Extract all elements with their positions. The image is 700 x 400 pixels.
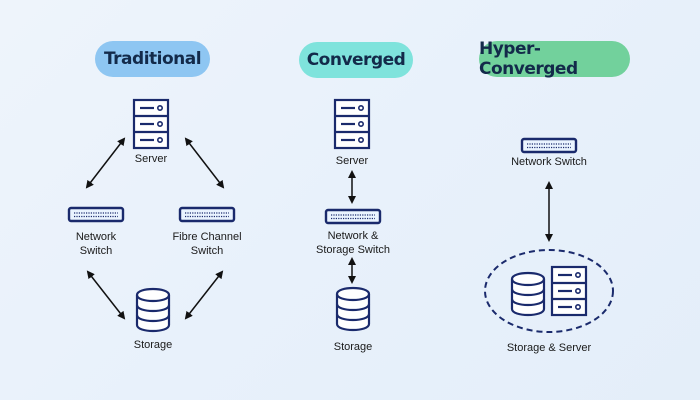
arrow-fc-storage — [184, 270, 224, 320]
converged-switch-label: Network & Storage Switch — [316, 230, 390, 256]
traditional-title: Traditional — [95, 41, 210, 77]
traditional-network-switch-label: Network Switch — [75, 231, 117, 257]
converged-boundary — [484, 249, 614, 333]
arrow-server-network — [85, 137, 126, 189]
traditional-server-label: Server — [134, 153, 168, 165]
hyper-combined-label: Storage & Server — [506, 342, 592, 354]
hyper-storage-icon — [510, 271, 546, 317]
traditional-network-switch-icon — [67, 206, 125, 223]
traditional-fc-switch-label: Fibre Channel Switch — [172, 231, 242, 257]
converged-title: Converged — [299, 42, 413, 78]
arrow-server-fc — [184, 137, 225, 189]
converged-storage-label: Storage — [333, 341, 373, 353]
converged-server-label: Server — [335, 155, 369, 167]
converged-switch-icon — [324, 208, 382, 225]
traditional-storage-label: Storage — [133, 339, 173, 351]
hyper-switch-label: Network Switch — [511, 156, 587, 168]
arrow-network-storage — [86, 270, 126, 320]
traditional-storage-icon — [135, 287, 171, 333]
hyper-converged-title: Hyper-Converged — [479, 39, 630, 79]
converged-server-icon — [333, 98, 371, 150]
traditional-fc-switch-icon — [178, 206, 236, 223]
hyper-server-icon — [550, 265, 588, 317]
traditional-server-icon — [132, 98, 170, 150]
converged-storage-icon — [335, 286, 371, 332]
hyper-switch-icon — [520, 137, 578, 154]
